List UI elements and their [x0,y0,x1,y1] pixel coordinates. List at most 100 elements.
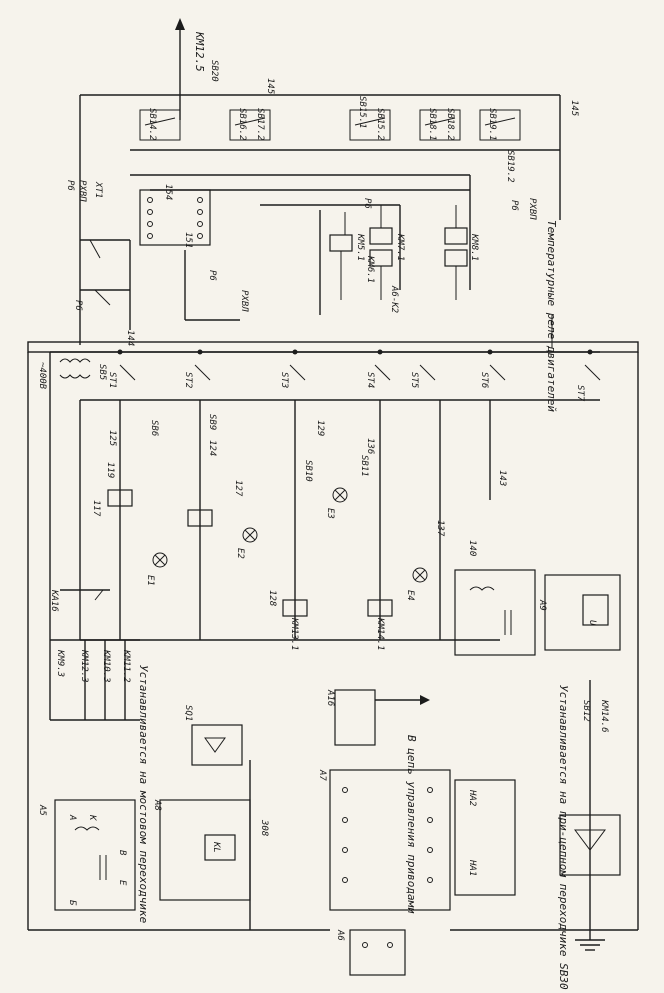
svg-text:HA1: HA1 [467,859,477,876]
top-signal-label: КМ12.5 [193,31,206,72]
svg-text:Р6: Р6 [65,180,75,191]
svg-text:КМ8.1: КМ8.1 [469,233,479,261]
svg-text:119: 119 [105,462,115,478]
svg-text:А: А [67,814,77,820]
svg-text:144: 144 [125,330,135,346]
svg-text:ST4: ST4 [365,372,375,388]
svg-text:РХВП: РХВП [527,198,537,220]
svg-text:ST3: ST3 [279,372,289,388]
svg-text:РХВП: РХВП [77,180,87,202]
svg-text:137: 137 [435,520,445,537]
svg-text:Р6: Р6 [362,198,372,209]
svg-text:129: 129 [315,420,325,436]
svg-text:КМ13.1: КМ13.1 [289,617,299,651]
svg-text:XT1: XT1 [93,181,103,198]
svg-text:ST6: ST6 [479,372,489,388]
svg-text:SB16.2: SB16.2 [237,108,247,141]
svg-text:В: В [117,850,127,856]
svg-text:SB19.2: SB19.2 [505,150,515,183]
svg-text:A16: A16 [325,689,335,706]
svg-text:KL: KL [211,841,221,853]
xt1-terminal-block [139,189,211,246]
svg-text:КМ7.1: КМ7.1 [395,233,405,261]
svg-text:A9: A9 [537,599,547,611]
svg-text:E1: E1 [145,575,155,586]
svg-text:140: 140 [467,540,477,556]
svg-text:~400В: ~400В [37,362,47,390]
limit-switch-row [117,349,601,381]
svg-text:SB20: SB20 [209,60,219,82]
svg-text:A5: A5 [37,804,47,816]
supply-transformer [59,358,91,379]
svg-text:Б: Б [67,900,77,906]
svg-text:КМ10.3: КМ10.3 [101,649,111,683]
svg-text:Р6: Р6 [207,270,217,281]
svg-text:РХВЛ: РХВЛ [239,290,249,312]
a7-block [329,769,451,911]
svg-text:128: 128 [267,590,277,606]
svg-text:КМ6.1: КМ6.1 [365,255,375,283]
svg-text:Р6: Р6 [73,300,83,311]
svg-text:308: 308 [259,819,269,836]
svg-text:Р6: Р6 [509,200,519,211]
svg-text:ST2: ST2 [183,372,193,388]
svg-text:SB10: SB10 [303,460,313,482]
svg-text:E3: E3 [325,508,335,519]
ka16-relay-group [50,589,140,721]
svg-text:SB17.2: SB17.2 [255,108,265,141]
svg-text:125: 125 [107,430,117,446]
svg-text:E4: E4 [405,590,415,601]
svg-text:E2: E2 [235,548,245,559]
capacitor-block [454,569,536,656]
svg-text:КМ14.1: КМ14.1 [375,617,385,651]
svg-text:КМ11.2: КМ11.2 [121,649,131,683]
svg-text:A8: A8 [152,799,162,811]
svg-text:SB19.1: SB19.1 [487,108,497,141]
a6-block [349,929,406,976]
svg-text:SB18.2: SB18.2 [445,108,455,141]
svg-text:SB12: SB12 [581,700,591,722]
svg-text:SB6: SB6 [149,420,159,436]
svg-text:SB14.2: SB14.2 [147,108,157,141]
a16-block [334,689,430,746]
svg-text:SB15.1: SB15.1 [357,96,367,129]
svg-text:145: 145 [265,78,275,94]
a8-block [159,799,251,901]
svg-text:Е: Е [117,880,127,886]
svg-text:151: 151 [183,232,193,248]
svg-text:КМ9.3: КМ9.3 [55,649,65,677]
a9-block [544,574,621,651]
svg-text:A6: A6 [335,929,345,941]
svg-text:117: 117 [91,500,101,517]
svg-text:127: 127 [233,480,243,497]
sq1-mount-note: Устанавливается на мостовом переходчике [137,665,150,924]
top-pushbutton-group [139,109,521,141]
svg-text:КМ5.1: КМ5.1 [355,233,365,261]
to-drives-label: В цепь управления приводами [405,735,418,914]
lamps-row [152,487,428,583]
ha-block [454,779,516,896]
svg-text:ST5: ST5 [409,372,419,388]
bottom-wiring [27,600,639,951]
svg-text:SQ1: SQ1 [183,705,193,721]
svg-text:143: 143 [497,470,507,486]
svg-text:ST7: ST7 [575,385,585,402]
svg-text:SB5: SB5 [97,364,107,380]
svg-text:SB15.2: SB15.2 [375,108,385,141]
svg-text:KA16: KA16 [49,589,59,612]
svg-text:SB9: SB9 [207,414,217,430]
main-control-frame [27,341,639,790]
control-columns [107,400,491,640]
svg-text:SB18.1: SB18.1 [427,108,437,141]
a5-block [54,799,136,911]
svg-text:A7: A7 [317,769,327,781]
relay-contacts-left [80,239,240,330]
svg-text:ST1: ST1 [107,372,117,388]
svg-text:КМ14.6: КМ14.6 [599,699,609,733]
svg-text:U: U [587,620,597,626]
relay-coil-row [329,205,468,300]
top-output-arrow [175,18,185,120]
svg-text:145: 145 [569,100,579,116]
